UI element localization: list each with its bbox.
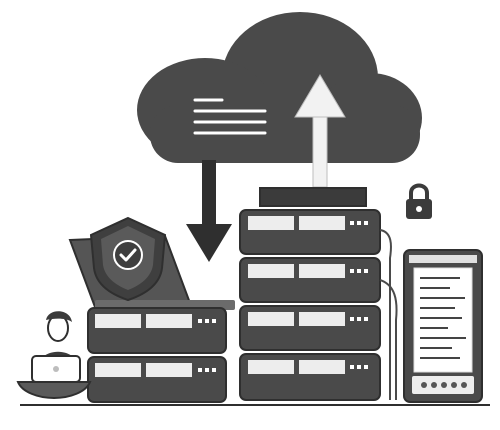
server-tower-icon (403, 249, 483, 403)
server-unit (87, 307, 227, 354)
person-with-laptop-icon (16, 311, 92, 400)
lock-icon (406, 183, 432, 219)
download-arrow-icon (186, 160, 232, 262)
cables (379, 229, 398, 400)
upload-arrow-icon (294, 74, 346, 188)
server-unit (239, 209, 381, 255)
server-unit (87, 356, 227, 403)
cloud-icon (137, 12, 422, 163)
server-stack-left (87, 307, 227, 403)
server-unit (239, 305, 381, 351)
server-rack-icon (239, 187, 381, 401)
server-unit (239, 257, 381, 303)
shield-check-icon (89, 216, 167, 302)
server-unit (239, 353, 381, 401)
document-lines-icon (193, 98, 267, 135)
